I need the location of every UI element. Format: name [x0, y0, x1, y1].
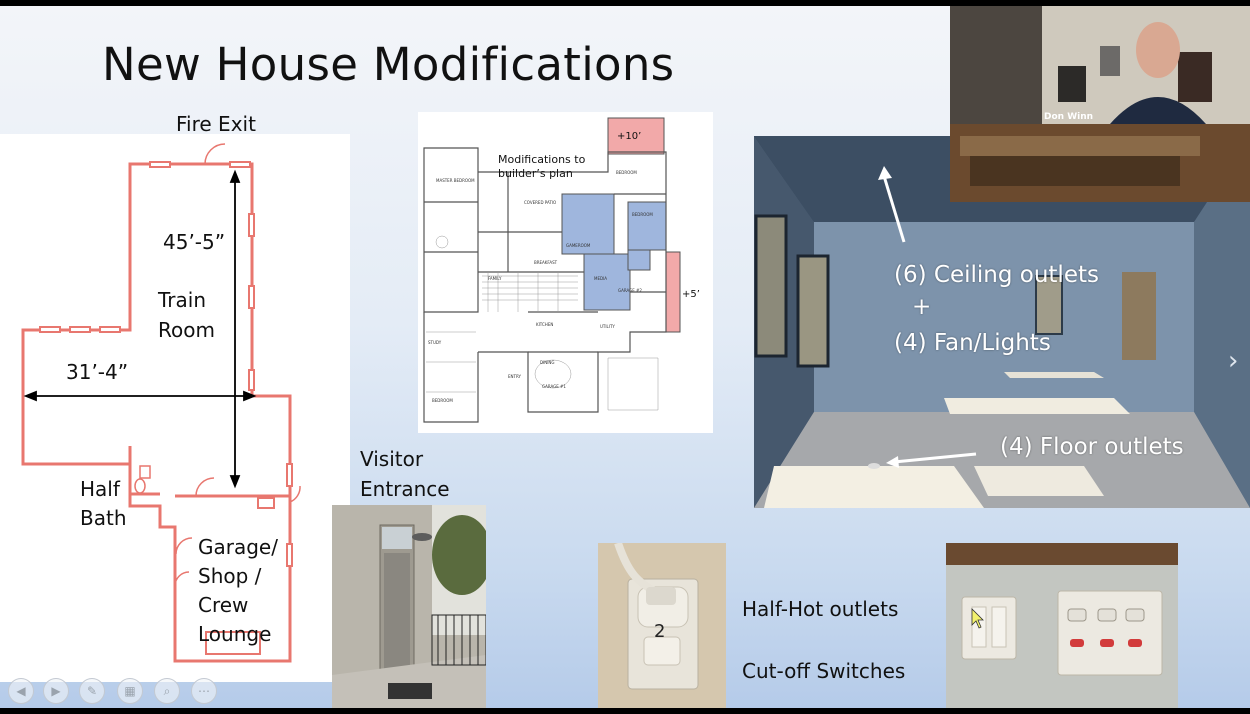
- webcam-tile[interactable]: Don Winn: [950, 6, 1250, 202]
- builder-plan: MASTER BEDROOM COVERED PATIO GAMEROOM ME…: [418, 112, 713, 433]
- builder-note-line2: builder’s plan: [498, 167, 573, 180]
- train-room-photo-drawing: [754, 136, 1250, 508]
- train-room-label-line2: Room: [158, 318, 215, 342]
- svg-text:MEDIA: MEDIA: [594, 276, 607, 281]
- cutoff-switch-photo: [946, 543, 1178, 708]
- svg-text:BEDROOM: BEDROOM: [616, 170, 637, 175]
- webcam-drawing: [950, 6, 1250, 202]
- presentation-toolbar: ◀ ▶ ✎ ▦ ⌕ ⋯: [0, 678, 240, 708]
- svg-text:BEDROOM: BEDROOM: [632, 212, 653, 217]
- participant-name: Don Winn: [1044, 112, 1094, 122]
- train-room-label-line1: Train: [158, 288, 206, 312]
- fan-lights-label: (4) Fan/Lights: [894, 330, 1051, 356]
- previous-slide-icon[interactable]: ◀: [8, 678, 34, 704]
- outlet-drawing: [598, 543, 726, 708]
- visitor-label-line2: Entrance: [360, 477, 450, 501]
- garage-label-line4: Lounge: [198, 622, 272, 646]
- garage-label-line2: Shop /: [198, 564, 262, 588]
- ceiling-outlets-label: (6) Ceiling outlets: [894, 262, 1099, 288]
- bottom-bar: [0, 708, 1250, 714]
- slides-grid-icon[interactable]: ▦: [117, 678, 143, 704]
- floor-plan: [0, 134, 350, 682]
- garage-label-line3: Crew: [198, 593, 249, 617]
- slide: New House Modifications: [0, 6, 1250, 708]
- svg-text:COVERED PATIO: COVERED PATIO: [524, 200, 556, 205]
- switch-drawing: [946, 543, 1178, 708]
- floor-plan-drawing: [21, 143, 301, 663]
- cutoff-switches-label: Cut-off Switches: [742, 659, 906, 683]
- fire-exit-label: Fire Exit: [176, 112, 256, 136]
- builder-plan-drawing: MASTER BEDROOM COVERED PATIO GAMEROOM ME…: [423, 117, 681, 423]
- svg-text:KITCHEN: KITCHEN: [536, 322, 553, 327]
- svg-text:GARAGE #2: GARAGE #2: [618, 288, 642, 293]
- half-hot-outlet-photo: 2: [598, 543, 726, 708]
- width-dimension: 31’-4”: [66, 360, 129, 384]
- svg-text:BREAKFAST: BREAKFAST: [534, 260, 558, 265]
- half-bath-label-line1: Half: [80, 477, 120, 501]
- pen-icon[interactable]: ✎: [79, 678, 105, 704]
- next-slide-icon[interactable]: ▶: [43, 678, 69, 704]
- svg-text:STUDY: STUDY: [428, 340, 442, 345]
- slide-title: New House Modifications: [102, 38, 675, 91]
- plus-sign-label: +: [912, 294, 932, 320]
- svg-text:DINING: DINING: [540, 360, 555, 365]
- builder-note-line1: Modifications to: [498, 153, 586, 166]
- visitor-entrance-photo: [332, 505, 486, 708]
- plus-ten-label: +10’: [617, 131, 642, 142]
- svg-text:ENTRY: ENTRY: [508, 374, 521, 379]
- visitor-label-line1: Visitor: [360, 447, 424, 471]
- svg-text:FAMILY: FAMILY: [488, 276, 502, 281]
- floor-outlets-label: (4) Floor outlets: [1000, 434, 1184, 460]
- half-hot-outlets-label: Half-Hot outlets: [742, 597, 899, 621]
- svg-text:MASTER BEDROOM: MASTER BEDROOM: [436, 178, 475, 183]
- half-bath-label-line2: Bath: [80, 506, 127, 530]
- next-slide-arrow-icon[interactable]: ›: [1228, 346, 1239, 376]
- svg-text:GARAGE #1: GARAGE #1: [542, 384, 566, 389]
- garage-label-line1: Garage/: [198, 535, 278, 559]
- svg-text:GAMEROOM: GAMEROOM: [566, 243, 591, 248]
- svg-text:BEDROOM: BEDROOM: [432, 398, 453, 403]
- length-dimension: 45’-5”: [163, 230, 226, 254]
- more-options-icon[interactable]: ⋯: [191, 678, 217, 704]
- svg-text:UTILITY: UTILITY: [600, 324, 615, 329]
- visitor-entrance-drawing: [332, 505, 486, 708]
- zoom-icon[interactable]: ⌕: [154, 678, 180, 704]
- plus-five-label: +5’: [682, 289, 700, 300]
- outlet-number-label: 2: [654, 621, 666, 642]
